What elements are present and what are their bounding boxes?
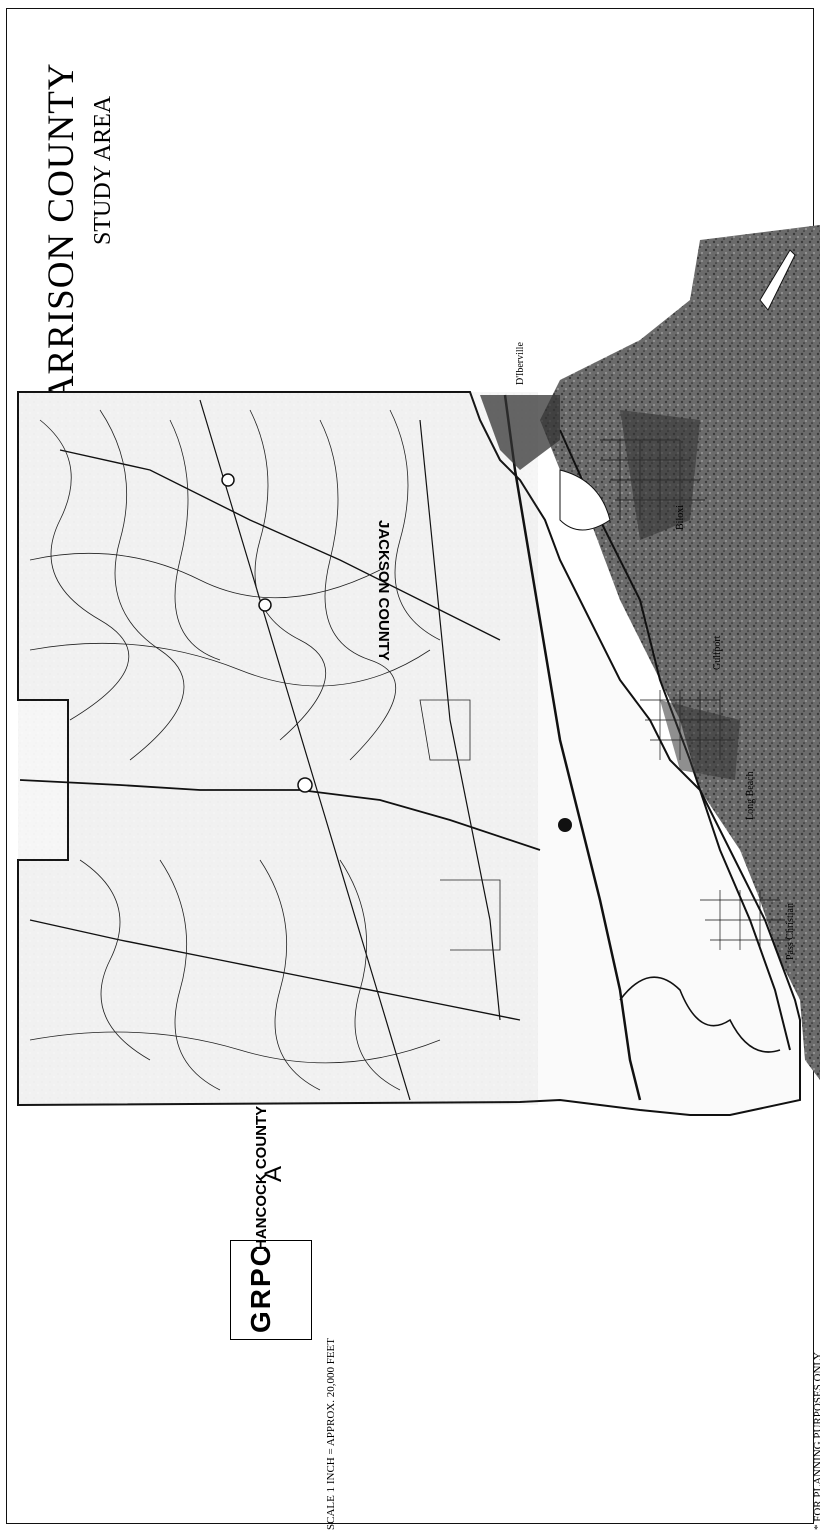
city-label-pass-christian: Pass Christian xyxy=(785,903,796,960)
gulf-water xyxy=(540,225,820,1080)
city-label-long-beach: Long Beach xyxy=(745,771,756,820)
logo-text: GRPC xyxy=(245,1244,276,1333)
scale-label: SCALE 1 INCH = APPROX. 20,000 FEET xyxy=(325,1337,337,1530)
planning-note: * FOR PLANNING PURPOSES ONLY xyxy=(812,1352,820,1530)
city-label-diberville: D'Iberville xyxy=(515,342,526,385)
interstate-10 xyxy=(503,394,642,1101)
city-label-biloxi: Biloxi xyxy=(675,504,686,530)
city-label-gulfport: Gulfport xyxy=(712,635,723,670)
north-arrow-icon: A xyxy=(260,1165,288,1183)
wolf-river xyxy=(619,976,781,1053)
back-bay xyxy=(559,469,611,531)
jackson-county-label: JACKSON COUNTY xyxy=(375,520,392,661)
grpc-logo: GRPC xyxy=(230,1240,312,1340)
barrier-island xyxy=(759,249,796,311)
